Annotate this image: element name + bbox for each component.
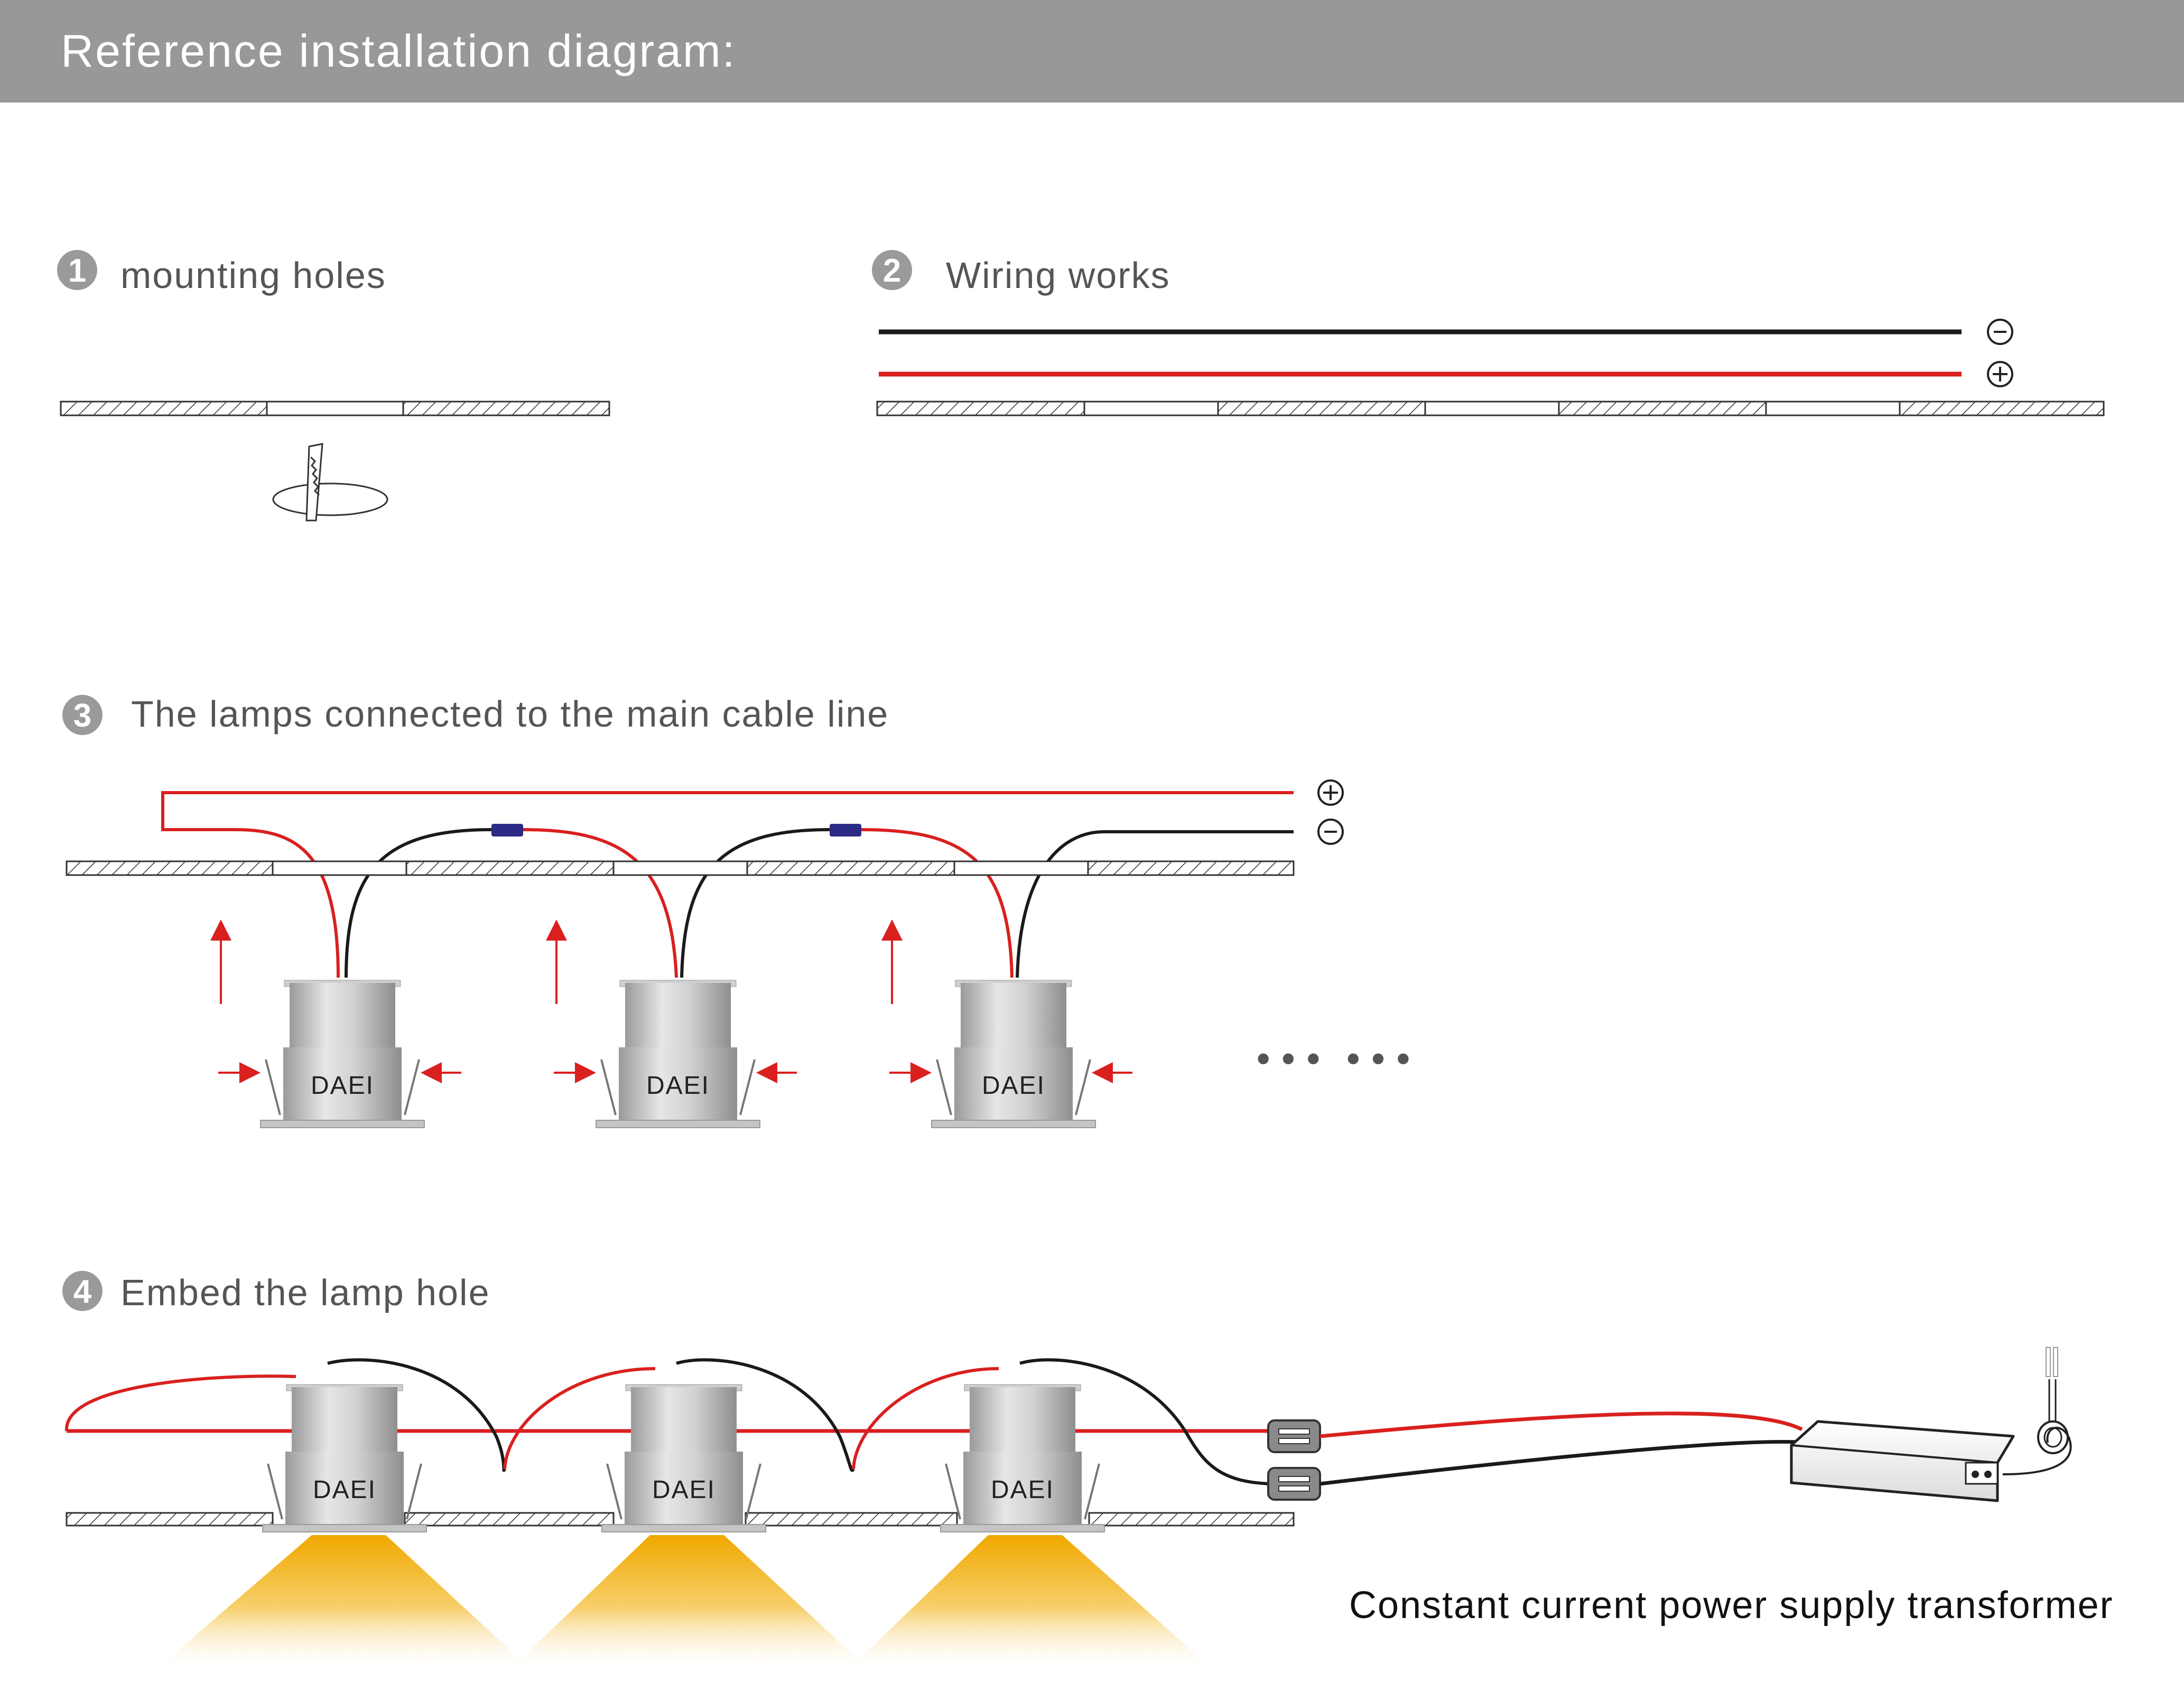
lamp: DAEI <box>940 1384 1105 1532</box>
terminal-block <box>1267 1467 1321 1501</box>
step-1-label: mounting holes <box>120 255 386 296</box>
step-3: 3 The lamps connected to the main cable … <box>62 693 1417 1128</box>
ceiling-board-4 <box>66 1512 1295 1527</box>
light-beams <box>159 1535 1210 1667</box>
step-4-label: Embed the lamp hole <box>120 1272 490 1313</box>
step-4-badge <box>62 1271 103 1311</box>
lamp-brand-label: DAEI <box>991 1476 1054 1504</box>
lamp: DAEI <box>210 919 461 1128</box>
lamp-brand-label: DAEI <box>982 1072 1045 1100</box>
transformer-icon <box>1790 1347 2072 1502</box>
step-3-number: 3 <box>73 698 91 734</box>
step-2-number: 2 <box>883 253 901 289</box>
lamps-row-3: DAEI DAEI DAEI <box>210 919 1132 1128</box>
ceiling-board-2 <box>876 401 2105 416</box>
terminal-block <box>1267 1419 1321 1453</box>
wire-connector <box>830 824 861 836</box>
step-1-number: 1 <box>68 253 86 289</box>
lamp: DAEI <box>262 1384 427 1532</box>
lamp-brand-label: DAEI <box>652 1476 715 1504</box>
step-3-badge <box>62 695 103 735</box>
main-positive-wire <box>161 791 1294 978</box>
step-3-label: The lamps connected to the main cable li… <box>131 693 889 735</box>
lamp: DAEI <box>881 919 1132 1128</box>
transformer-positive-wire <box>1319 1411 1803 1438</box>
transformer-negative-wire <box>1319 1439 1808 1486</box>
lamp: DAEI <box>546 919 797 1128</box>
hole-saw-icon <box>272 443 388 522</box>
step-1-badge <box>57 250 97 290</box>
lamp-brand-label: DAEI <box>313 1476 376 1504</box>
header-bar: Reference installation diagram: <box>0 0 2184 103</box>
lamp-brand-label: DAEI <box>646 1072 710 1100</box>
step-2-label: Wiring works <box>946 255 1170 296</box>
page-title: Reference installation diagram: <box>61 26 737 77</box>
ceiling-board-3 <box>66 860 1295 876</box>
wire-connector <box>491 824 523 836</box>
lamp-brand-label: DAEI <box>311 1072 374 1100</box>
ellipsis: ••• ••• <box>1252 1038 1417 1082</box>
ceiling-board-1 <box>60 401 610 416</box>
step-2: 2 Wiring works <box>872 250 2105 416</box>
transformer-label: Constant current power supply transforme… <box>1349 1584 2114 1626</box>
step-4-number: 4 <box>73 1274 92 1310</box>
step-2-badge <box>872 250 912 290</box>
lamp: DAEI <box>601 1384 766 1532</box>
lamps-row-4: DAEI DAEI DAEI <box>262 1384 1105 1532</box>
step-4: 4 Embed the lamp hole DAEI DAEI DAEI <box>62 1271 2114 1667</box>
step-1: 1 mounting holes <box>57 250 610 522</box>
